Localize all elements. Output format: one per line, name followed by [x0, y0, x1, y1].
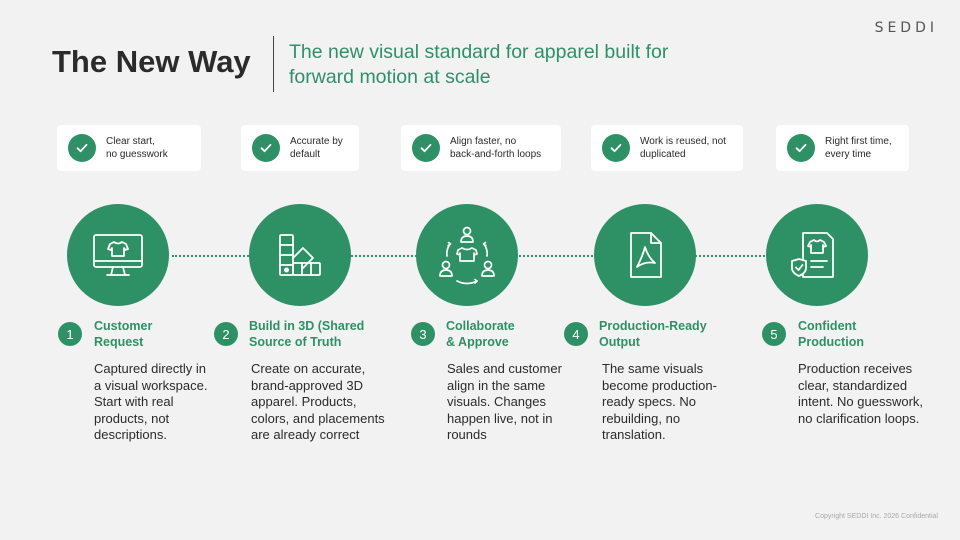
check-icon [602, 134, 630, 162]
benefit-text: Accurate by default [290, 136, 343, 160]
pdf-document-icon [630, 232, 662, 278]
benefit-card-5: Right first time, every time [776, 125, 909, 171]
step-4-circle [594, 204, 696, 306]
step-2-description: Create on accurate, brand-approved 3D ap… [251, 361, 385, 442]
benefit-card-2: Accurate by default [241, 125, 359, 171]
benefit-card-4: Work is reused, not duplicated [591, 125, 743, 171]
step-2-number: 2 [214, 322, 238, 346]
step-5-number: 5 [762, 322, 786, 346]
verified-spec-icon [791, 232, 834, 278]
step-1-circle [67, 204, 169, 306]
benefit-card-3: Align faster, no back-and-forth loops [401, 125, 561, 171]
color-swatch-icon [279, 234, 321, 276]
benefit-text: Work is reused, not duplicated [640, 136, 726, 160]
step-1-description: Captured directly in a visual workspace.… [94, 361, 208, 442]
step-1-number: 1 [58, 322, 82, 346]
monitor-shirt-icon [93, 234, 143, 276]
check-icon [68, 134, 96, 162]
step-1-title: Customer Request [94, 319, 153, 349]
copyright-notice: Copyright SEDDI Inc. 2026 Confidential [815, 513, 938, 520]
step-3-description: Sales and customer align in the same vis… [447, 361, 562, 442]
step-3-title: Collaborate & Approve [446, 319, 515, 349]
page-title: The New Way [52, 44, 251, 79]
step-5-title: Confident Production [798, 319, 864, 349]
check-icon [252, 134, 280, 162]
benefit-card-1: Clear start, no guesswork [57, 125, 201, 171]
step-5-circle [766, 204, 868, 306]
step-2-title: Build in 3D (Shared Source of Truth [249, 319, 365, 349]
step-5-description: Production receives clear, standardized … [798, 361, 924, 426]
step-4-description: The same visuals become production-ready… [602, 361, 717, 442]
collaboration-icon [439, 226, 495, 285]
step-2-circle [249, 204, 351, 306]
step-4-number: 4 [564, 322, 588, 346]
page-subtitle: The new visual standard for apparel buil… [289, 41, 669, 88]
step-3-circle [416, 204, 518, 306]
benefit-text: Align faster, no back-and-forth loops [450, 136, 542, 160]
benefit-text: Clear start, no guesswork [106, 136, 168, 160]
check-icon [787, 134, 815, 162]
title-divider [273, 36, 274, 92]
step-3-number: 3 [411, 322, 435, 346]
check-icon [412, 134, 440, 162]
benefit-text: Right first time, every time [825, 136, 892, 160]
step-4-title: Production-Ready Output [599, 319, 707, 349]
seddi-logo: SEDDI [874, 20, 938, 36]
